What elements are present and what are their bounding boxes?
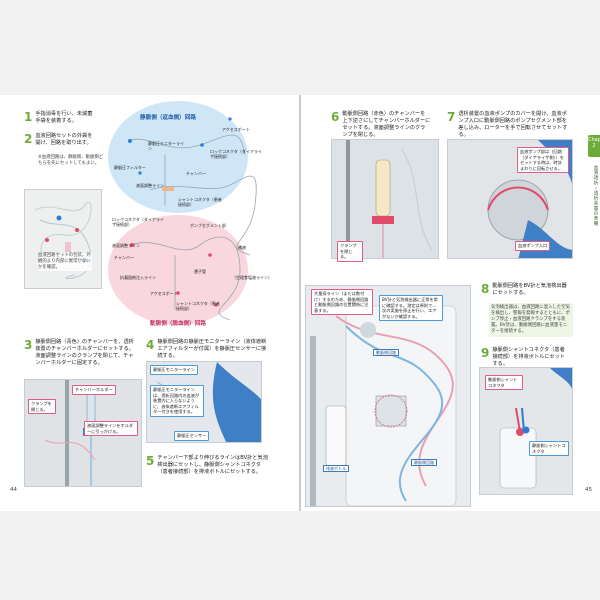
step-number: 1 bbox=[24, 110, 33, 124]
step-number: 4 bbox=[146, 338, 155, 352]
photo7-callout: 血液ポンプ入口 bbox=[515, 241, 551, 251]
dialysis-machine-photo bbox=[305, 285, 471, 507]
arterial-circuit-tag: 動脈側回路 bbox=[373, 349, 399, 356]
shunt-illustration bbox=[499, 368, 572, 489]
photo4-callout: 静脈圧モニターラインは、透析回路内の血液が装置内に入らないように、液体遮断エアフ… bbox=[150, 385, 204, 417]
step-number: 9 bbox=[481, 346, 490, 360]
step-text: 静脈側シャントコネクタ（患者接続部）を排液ボトルにセットする。 bbox=[492, 347, 565, 367]
photo9-label: 静脈側シャントコネクタ bbox=[529, 441, 569, 456]
venous-circle bbox=[108, 101, 248, 213]
diagram-label: ポンプセグメント部 bbox=[190, 223, 226, 228]
diagram-label: （生理食塩液ライン） bbox=[232, 275, 272, 280]
step-number: 5 bbox=[146, 454, 155, 468]
step-2-note: ※血液回路は、静脈側、動脈側どちらを先にセットしてもよい。 bbox=[38, 155, 104, 166]
diagram-label: 液面調整ライン bbox=[136, 183, 164, 188]
photo3-callout: チャンバーホルダー bbox=[72, 385, 116, 395]
diagram-label: ロックコネクタ（ダイアライザ接続部） bbox=[210, 149, 262, 159]
step-text: 動脈側回路をBV計と気泡検出器にセットする。 bbox=[492, 283, 567, 296]
chapter-sidebar-title: 血液透析・透析装置の準備 bbox=[593, 165, 598, 227]
machine-illustration bbox=[310, 305, 457, 506]
diagram-label: シャントコネクタ（患者接続部） bbox=[178, 197, 222, 207]
book-gutter bbox=[299, 95, 301, 511]
step-text: チャンバー下部より伸びるラインはBV計と気泡検出器にセットし、静脈側シャントコネ… bbox=[157, 455, 268, 475]
venous-chamber-photo bbox=[331, 139, 439, 259]
step-number: 7 bbox=[447, 110, 456, 124]
diagram-label: アクセスポート bbox=[222, 127, 250, 132]
main-photo-callout: 大量採ライン（または数付け）するのため、静脈側回路と動脈側回路の位置関係に注意す… bbox=[311, 289, 373, 315]
bag-tubing-illustration bbox=[34, 201, 92, 280]
circuit-tubing-diagram bbox=[128, 117, 257, 321]
diagram-label: 補液 bbox=[238, 245, 246, 250]
chapter-tab: Chapter 2 bbox=[588, 135, 600, 157]
step-number: 8 bbox=[481, 282, 490, 296]
photo6-callout: クランプを閉じる。 bbox=[337, 241, 363, 262]
venous-title: 静脈側（返血側）回路 bbox=[140, 115, 196, 121]
step-text: 透析装置の血液ポンプのカバーを開け、血液ポンプ入口に動脈側回路のポンプセグメント… bbox=[458, 111, 568, 138]
step-text: 動脈側回路（赤色）のチャンバーを上下逆さにしてチャンバーホルダーにセットする。液… bbox=[342, 111, 431, 138]
diagram-label: 静脈圧フィルター bbox=[114, 165, 146, 170]
circuit-bag-photo bbox=[24, 189, 102, 289]
photo9-label: 動脈側シャントコネクタ bbox=[485, 375, 523, 390]
diagram-label: アクセスポート bbox=[150, 291, 178, 296]
drain-bottle-tag: 排液ボトル bbox=[323, 465, 349, 472]
arterial-title: 動脈側（脱血側）回路 bbox=[150, 321, 206, 327]
diagram-label: 静脈圧モニターライン bbox=[148, 141, 184, 151]
venous-circuit-tag: 静脈側回路 bbox=[411, 459, 437, 466]
diagram-label: 運子管 bbox=[194, 269, 206, 274]
photo3-callout: 液面調整ラインをホルダーに引っかける。 bbox=[84, 421, 138, 436]
diagram-label: シャントコネクタ（患者接続部） bbox=[176, 301, 220, 311]
main-photo-callout: BV計と気泡検出器に正常を常に確認する。測定は原則で…次の実施を停止を行い、エア… bbox=[379, 295, 443, 321]
photo7-callout: 血液ポンプ部は（回路（ダイアライザ側））をセットする時は、時計まわりに回転させる… bbox=[517, 147, 569, 173]
diagram-label: チャンバー bbox=[186, 171, 206, 176]
step-text: 静脈側回路（青色）のチャンバーを、透析装置のチャンバーホルダーにセットする。液面… bbox=[35, 339, 134, 366]
bag-note: 血液回路セットの包装。外観的より内部に異常がないかを確認。 bbox=[38, 253, 92, 271]
page-number: 44 bbox=[10, 487, 17, 493]
photo4-callout: 静脈圧モニターライン bbox=[150, 365, 198, 375]
photo3-callout: クランプを閉じる。 bbox=[28, 399, 56, 414]
page-number: 45 bbox=[585, 487, 592, 493]
arterial-circle bbox=[108, 215, 248, 325]
step-number: 3 bbox=[24, 338, 33, 352]
diagram-label: ロックコネクタ（ダイアライザ接続部） bbox=[112, 217, 164, 227]
step-text: 手指消毒を行い、未滅菌手袋を装着する。 bbox=[35, 111, 93, 124]
diagram-label: 液面調整ライン bbox=[112, 243, 140, 248]
diagram-label: 抗凝固剤注入ライン bbox=[120, 275, 156, 280]
step-text: 静脈側回路の静脈圧モニターライン（液体遮断エアフィルターが付属）を静脈圧センサー… bbox=[157, 339, 267, 359]
step-text: 血液回路セットの外袋を開け、回路を取り出す。 bbox=[35, 133, 93, 146]
step-number: 2 bbox=[24, 132, 33, 146]
step-8-note: 気泡検出器は、血液回路に混入した空気を検出し、警報を発報するとともに、ポンプ停止… bbox=[489, 303, 573, 337]
step-number: 6 bbox=[331, 110, 340, 124]
chamber6-illustration bbox=[346, 140, 433, 258]
photo4-callout: 静脈圧センサー bbox=[174, 431, 210, 441]
diagram-label: チャンバー bbox=[114, 255, 134, 260]
